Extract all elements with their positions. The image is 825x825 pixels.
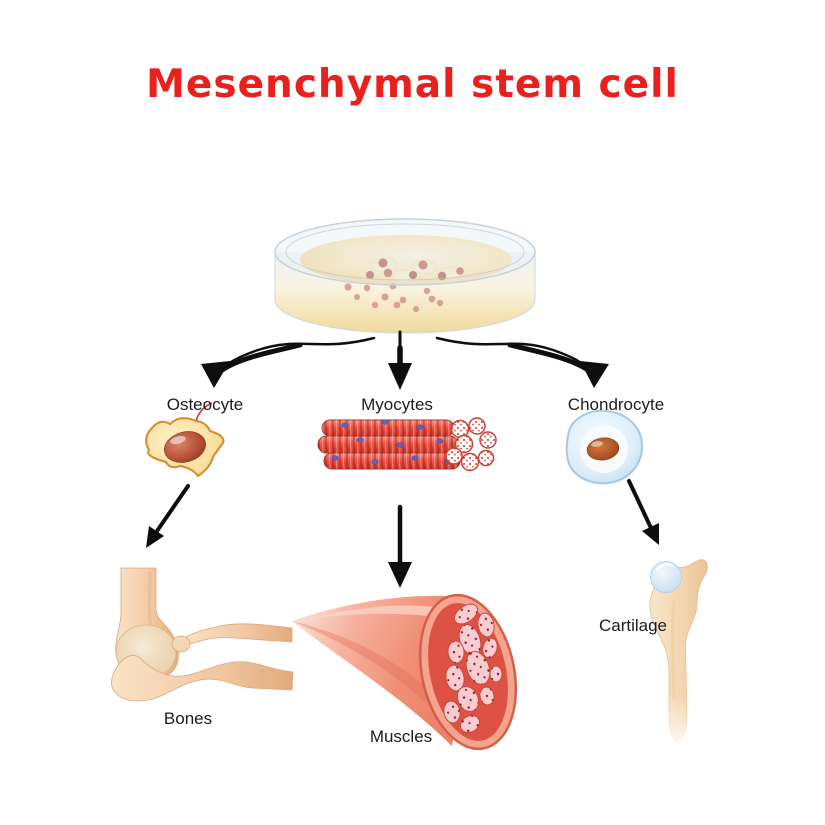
myocyte-cross-sections (445, 417, 497, 472)
arrow-dish-to-myocytes (388, 330, 412, 390)
arrow-osteocyte-to-bones (146, 484, 190, 548)
chondrocyte-nucleus-highlight (591, 441, 603, 447)
page-title: Mesenchymal stem cell (146, 62, 679, 107)
arrow-dish-to-chondrocyte (435, 336, 609, 388)
myocyte-striations (318, 420, 460, 469)
femur-fade (640, 695, 710, 755)
osteocyte-process (195, 402, 213, 422)
muscles-illustration (292, 593, 518, 751)
osteocyte-nucleus-highlight (170, 435, 186, 445)
radius-bone (179, 623, 293, 649)
label-muscles: Muscles (369, 727, 433, 746)
bones-illustration (111, 567, 294, 702)
label-bones: Bones (163, 709, 213, 728)
arrow-dish-to-osteocyte (201, 336, 376, 388)
cartilage-illustration (640, 559, 710, 755)
arrow-chondrocyte-to-cartilage (627, 479, 659, 545)
petri-dish-rim (274, 218, 536, 286)
label-cartilage: Cartilage (598, 616, 668, 635)
cartilage-cap (650, 561, 682, 593)
label-osteocyte: Osteocyte (166, 395, 244, 414)
osteocyte-illustration (145, 402, 225, 478)
label-chondrocyte: Chondrocyte (567, 395, 665, 414)
muscle-fascicles (443, 603, 503, 734)
petri-dish-illustration (274, 218, 536, 334)
femur-bone (649, 559, 708, 744)
label-myocytes: Myocytes (361, 395, 433, 414)
ulna-bone (111, 655, 294, 702)
chondrocyte-illustration (565, 409, 644, 485)
arrow-myocytes-to-muscles (388, 504, 412, 588)
myocytes-illustration (317, 417, 497, 472)
petri-dish-inner-rim (285, 223, 525, 281)
stem-cells-light (344, 282, 444, 312)
radius-head (171, 635, 191, 653)
